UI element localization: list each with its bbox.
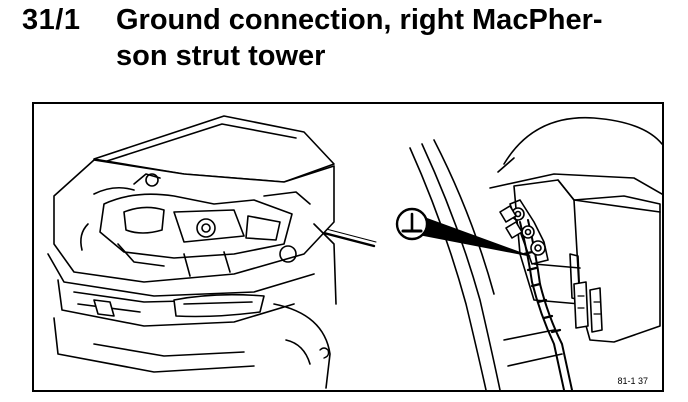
section-number: 31/1 (22, 4, 81, 36)
strut-tower-detail-drawing (409, 116, 662, 390)
figure-reference-code: 81-1 37 (617, 376, 648, 386)
engine-bay-illustration (47, 115, 662, 390)
section-title-line-2: son strut tower (116, 40, 326, 72)
document-header: 31/1 Ground connection, right MacPher- s… (0, 0, 688, 90)
car-overview-drawing (47, 115, 377, 389)
illustration-frame: 81-1 37 (32, 102, 664, 392)
section-title-line-1: Ground connection, right MacPher- (116, 4, 603, 36)
ground-symbol-icon (395, 207, 429, 241)
section-title: Ground connection, right MacPher- son st… (116, 2, 676, 74)
